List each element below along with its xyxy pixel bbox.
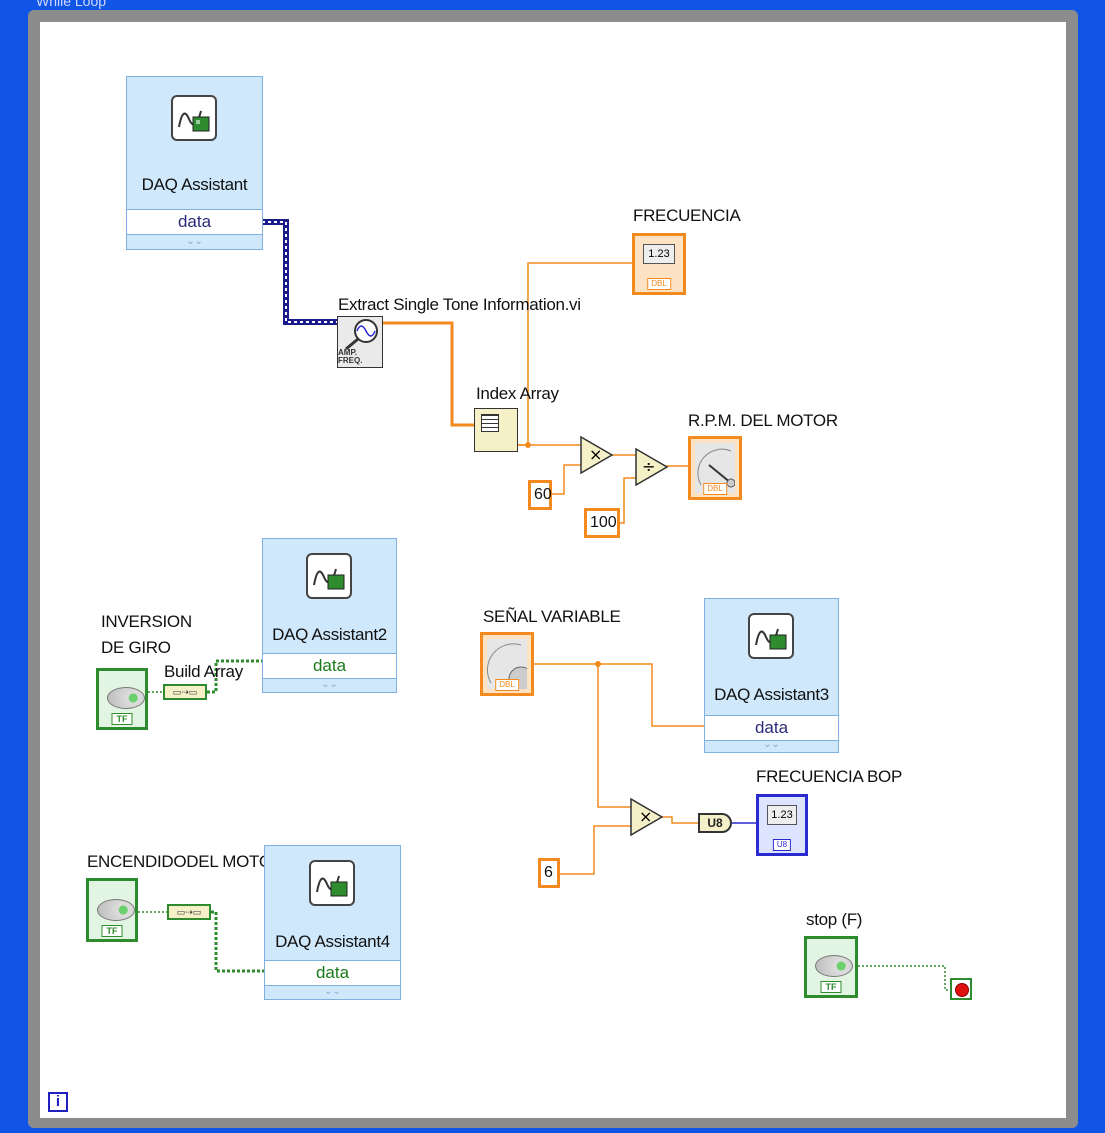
daq-icon (308, 860, 355, 906)
daq-title: DAQ Assistant3 (714, 685, 829, 704)
senal-variable-knob-control[interactable]: DBL (480, 632, 534, 696)
daq-data-terminal[interactable]: data (263, 653, 396, 679)
senal-variable-label: SEÑAL VARIABLE (483, 607, 621, 626)
daq-icon (170, 95, 217, 141)
multiply-node-2[interactable]: × (630, 798, 664, 836)
inversion-label-line1: INVERSION (101, 612, 192, 631)
divide-node[interactable]: ÷ (635, 448, 669, 486)
array-grid-icon (481, 414, 499, 432)
type-tag: DBL (495, 679, 519, 691)
toggle-led-icon (107, 687, 145, 709)
daq-icon (747, 613, 794, 659)
build-array-label: Build Array (164, 662, 243, 681)
build-array-node-2[interactable]: ▭⇢▭ (167, 904, 211, 920)
expand-chevron-icon[interactable]: ⌄⌄ (186, 236, 203, 247)
stop-boolean-control[interactable]: TF (804, 936, 858, 998)
type-tag: TF (111, 713, 133, 725)
stop-label: stop (F) (806, 910, 863, 929)
rpm-label: R.P.M. DEL MOTOR (688, 411, 838, 430)
build-array-node-1[interactable]: ▭⇢▭ (163, 684, 207, 700)
rpm-gauge-indicator[interactable]: DBL (688, 436, 742, 500)
daq-assistant-1[interactable]: DAQ Assistant data ⌄⌄ (126, 76, 263, 250)
index-array-label: Index Array (476, 384, 559, 403)
daq-icon (305, 553, 352, 599)
type-tag: TF (101, 925, 123, 937)
extract-single-tone-node[interactable]: AMP. FREQ. (337, 316, 383, 368)
encendido-label: ENCENDIDODEL MOTO (87, 852, 272, 871)
expand-chevron-icon[interactable]: ⌄⌄ (324, 986, 341, 997)
svg-text:×: × (589, 445, 602, 464)
type-tag: TF (820, 981, 842, 993)
numeric-display: 1.23 (643, 244, 675, 264)
type-tag: U8 (772, 839, 792, 851)
extract-single-tone-label: Extract Single Tone Information.vi (338, 295, 581, 314)
frecuencia-bop-indicator[interactable]: 1.23 U8 (756, 794, 808, 856)
loop-stop-terminal-icon[interactable] (950, 978, 972, 1000)
constant-60[interactable]: 60 (528, 480, 552, 510)
frecuencia-bop-label: FRECUENCIA BOP (756, 767, 902, 786)
daq-assistant-3[interactable]: DAQ Assistant3 data ⌄⌄ (704, 598, 839, 753)
daq-assistant-4[interactable]: DAQ Assistant4 data ⌄⌄ (264, 845, 401, 1000)
encendido-boolean-control[interactable]: TF (86, 878, 138, 942)
expand-chevron-icon[interactable]: ⌄⌄ (321, 679, 338, 690)
daq-data-terminal[interactable]: data (265, 960, 400, 986)
type-tag: DBL (647, 278, 671, 290)
daq-data-terminal[interactable]: data (127, 209, 262, 235)
while-loop-title: While Loop (36, 0, 107, 9)
constant-6[interactable]: 6 (538, 858, 560, 888)
extract-icon-text: AMP. FREQ. (338, 348, 363, 365)
frecuencia-indicator[interactable]: 1.23 DBL (632, 233, 686, 295)
daq-title: DAQ Assistant2 (272, 625, 387, 644)
inversion-label-line2: DE GIRO (101, 638, 171, 657)
numeric-display: 1.23 (767, 805, 797, 825)
daq-data-terminal[interactable]: data (705, 715, 838, 741)
expand-chevron-icon[interactable]: ⌄⌄ (763, 739, 780, 750)
daq-title: DAQ Assistant4 (275, 932, 390, 951)
iteration-terminal[interactable]: i (48, 1092, 68, 1112)
toggle-led-icon (97, 899, 135, 921)
toggle-led-icon (815, 955, 853, 977)
daq-assistant-2[interactable]: DAQ Assistant2 data ⌄⌄ (262, 538, 397, 693)
frecuencia-label: FRECUENCIA (633, 206, 741, 225)
svg-text:÷: ÷ (642, 457, 655, 476)
constant-100[interactable]: 100 (584, 508, 620, 538)
type-tag: DBL (703, 483, 727, 495)
daq-title: DAQ Assistant (141, 175, 248, 194)
to-u8-conversion-node[interactable]: U8 (698, 813, 732, 833)
gauge-icon (695, 443, 736, 493)
inversion-boolean-control[interactable]: TF (96, 668, 148, 730)
index-array-node[interactable] (474, 408, 518, 452)
svg-text:×: × (639, 807, 652, 826)
multiply-node[interactable]: × (580, 436, 614, 474)
sine-magnifier-icon (345, 319, 378, 351)
